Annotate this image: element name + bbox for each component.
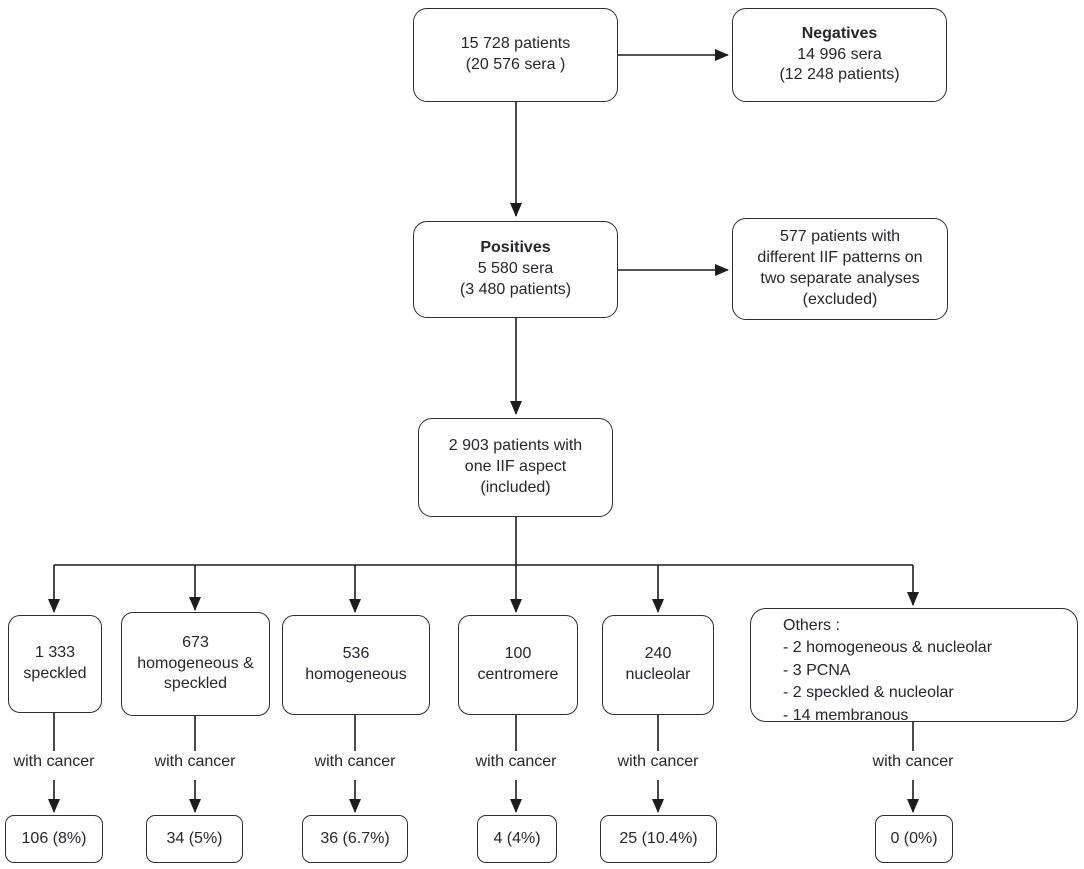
node-pattern-centromere: 100 centromere — [458, 615, 578, 715]
node-positives: Positives 5 580 sera (3 480 patients) — [413, 221, 618, 318]
node-pattern-speckled: 1 333 speckled — [8, 615, 102, 713]
with-cancer-label: with cancer — [475, 753, 557, 771]
node-included-text: 2 903 patients with one IIF aspect (incl… — [448, 437, 583, 496]
node-result-homogeneous: 36 (6.7%) — [302, 815, 408, 863]
node-result-homogeneous-text: 36 (6.7%) — [320, 829, 390, 847]
node-pattern-homogeneous-speckled-text: 673 homogeneous & speckled — [137, 633, 254, 693]
branch-trunk-line — [54, 517, 913, 566]
node-negatives-title: Negatives — [801, 24, 878, 42]
node-included: 2 903 patients with one IIF aspect (incl… — [418, 418, 613, 517]
with-cancer-label: with cancer — [13, 753, 95, 771]
branch-drop-arrows — [48, 565, 919, 613]
node-total-patients: 15 728 patients (20 576 sera ) — [413, 8, 618, 102]
node-excluded: 577 patients with different IIF patterns… — [732, 218, 948, 320]
node-result-centromere: 4 (4%) — [477, 815, 557, 863]
node-pattern-others: Others : - 2 homogeneous & nucleolar - 3… — [750, 608, 1078, 724]
node-result-homogeneous-speckled-text: 34 (5%) — [166, 829, 223, 847]
node-excluded-text: 577 patients with different IIF patterns… — [757, 228, 923, 308]
with-cancer-label: with cancer — [154, 753, 236, 771]
node-pattern-homogeneous-text: 536 homogeneous — [305, 645, 407, 683]
node-result-homogeneous-speckled: 34 (5%) — [146, 815, 243, 863]
node-result-speckled: 106 (8%) — [5, 815, 103, 863]
node-negatives-text: 14 996 sera (12 248 patients) — [779, 45, 900, 84]
node-pattern-centromere-text: 100 centromere — [477, 645, 559, 683]
node-result-centromere-text: 4 (4%) — [493, 829, 541, 847]
node-total-patients-text: 15 728 patients (20 576 sera ) — [460, 35, 571, 73]
node-pattern-others-text: Others : - 2 homogeneous & nucleolar - 3… — [783, 617, 993, 724]
with-cancer-label: with cancer — [872, 753, 954, 771]
node-pattern-homogeneous-speckled: 673 homogeneous & speckled — [121, 612, 270, 716]
node-pattern-homogeneous: 536 homogeneous — [282, 615, 430, 715]
node-positives-title: Positives — [480, 239, 551, 257]
with-cancer-label: with cancer — [617, 753, 699, 771]
node-result-others: 0 (0%) — [875, 815, 953, 863]
node-positives-text: 5 580 sera (3 480 patients) — [459, 260, 572, 298]
with-cancer-result-arrows — [48, 780, 919, 813]
node-pattern-nucleolar-text: 240 nucleolar — [625, 645, 691, 683]
with-cancer-label: with cancer — [314, 753, 396, 771]
node-result-nucleolar-text: 25 (10.4%) — [619, 829, 698, 847]
node-result-others-text: 0 (0%) — [890, 829, 938, 847]
node-result-nucleolar: 25 (10.4%) — [600, 815, 717, 863]
node-result-speckled-text: 106 (8%) — [21, 829, 87, 847]
node-negatives: Negatives 14 996 sera (12 248 patients) — [732, 8, 947, 102]
with-cancer-stub-lines — [53, 713, 914, 751]
node-pattern-nucleolar: 240 nucleolar — [602, 615, 714, 715]
node-pattern-speckled-text: 1 333 speckled — [23, 644, 87, 682]
